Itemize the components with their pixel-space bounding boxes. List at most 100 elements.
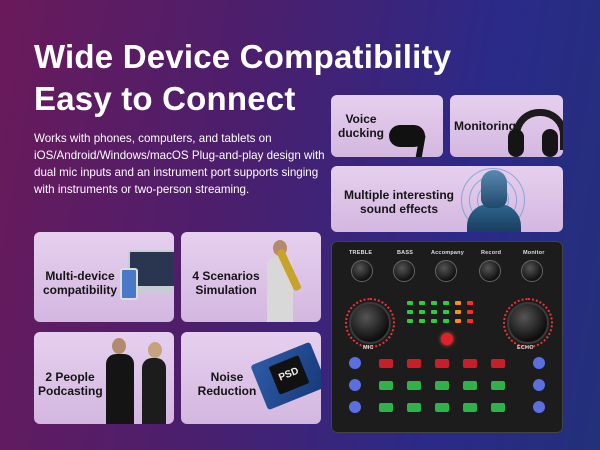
- meter-segment: [431, 301, 437, 305]
- meter-segment: [407, 310, 413, 314]
- label-line: Noise: [210, 370, 244, 384]
- right-round-button[interactable]: [533, 401, 545, 413]
- meter-segment: [455, 319, 461, 323]
- echo-knob[interactable]: [507, 302, 549, 344]
- podcaster-figure: [142, 358, 166, 424]
- headphone-cup-right: [542, 129, 558, 157]
- label-line: Simulation: [195, 283, 257, 297]
- card-monitoring-label: Monitoring: [454, 119, 516, 133]
- left-round-button[interactable]: [349, 379, 361, 391]
- headphone-cup-left: [508, 129, 524, 157]
- sound-button[interactable]: [491, 403, 505, 412]
- knob-label-bass: BASS: [397, 250, 414, 256]
- sound-button[interactable]: [379, 381, 393, 390]
- right-round-button[interactable]: [533, 379, 545, 391]
- meter-segment: [443, 301, 449, 305]
- meter-segment: [467, 310, 473, 314]
- effect-button[interactable]: [407, 359, 421, 368]
- mic-label: MIC: [363, 345, 374, 351]
- record-knob[interactable]: [479, 260, 501, 282]
- effect-button[interactable]: [379, 359, 393, 368]
- label-line: Reduction: [197, 384, 257, 398]
- bass-knob[interactable]: [393, 260, 415, 282]
- level-meter: [403, 301, 495, 329]
- card-voice-ducking-label: Voice ducking: [333, 112, 389, 140]
- sound-button[interactable]: [463, 403, 477, 412]
- headline-line-2: Easy to Connect: [34, 80, 296, 117]
- effect-button[interactable]: [435, 359, 449, 368]
- card-noise-reduction-label: Noise Reduction: [195, 370, 259, 398]
- podcaster-head: [112, 338, 126, 354]
- label-line: Podcasting: [38, 384, 103, 398]
- meter-segment: [407, 301, 413, 305]
- laptop-base-icon: [122, 287, 174, 293]
- card-noise-reduction: Noise Reduction PSD: [181, 332, 321, 424]
- card-multi-device: Multi-device compatibility: [34, 232, 174, 322]
- card-podcasting-label: 2 People Podcasting: [38, 370, 103, 398]
- label-line: Multiple interesting: [343, 188, 454, 202]
- human-bust-icon: [467, 204, 521, 232]
- label-line: ducking: [337, 126, 384, 140]
- sound-button[interactable]: [379, 403, 393, 412]
- meter-segment: [419, 319, 425, 323]
- headline: Wide Device Compatibility Easy to Connec…: [34, 36, 451, 120]
- sound-button[interactable]: [407, 403, 421, 412]
- label-line: sound effects: [359, 202, 438, 216]
- meter-segment: [431, 310, 437, 314]
- description: Works with phones, computers, and tablet…: [34, 132, 325, 196]
- label-line: 4 Scenarios: [192, 269, 260, 283]
- knob-label-record: Record: [481, 250, 502, 256]
- label-line: Multi-device: [45, 269, 115, 283]
- effect-button[interactable]: [463, 359, 477, 368]
- left-round-button[interactable]: [349, 401, 361, 413]
- meter-segment: [455, 310, 461, 314]
- meter-segment: [443, 310, 449, 314]
- microphone-icon: [389, 125, 425, 147]
- meter-segment: [455, 301, 461, 305]
- card-voice-ducking: Voice ducking: [331, 95, 443, 157]
- echo-label: ECHO: [517, 345, 534, 351]
- sound-button[interactable]: [435, 403, 449, 412]
- monitor-knob[interactable]: [521, 260, 543, 282]
- treble-knob[interactable]: [351, 260, 373, 282]
- card-monitoring: Monitoring: [450, 95, 563, 157]
- echo-level-ring: [503, 298, 553, 348]
- label-line: 2 People: [45, 370, 95, 384]
- card-sound-effects: Multiple interesting sound effects: [331, 166, 563, 232]
- meter-segment: [431, 319, 437, 323]
- meter-segment: [467, 301, 473, 305]
- podcaster-figure: [106, 354, 134, 424]
- effect-button[interactable]: [491, 359, 505, 368]
- sound-button[interactable]: [463, 381, 477, 390]
- right-round-button[interactable]: [533, 357, 545, 369]
- sound-button[interactable]: [435, 381, 449, 390]
- power-button[interactable]: [441, 333, 453, 345]
- left-round-button[interactable]: [349, 357, 361, 369]
- meter-segment: [419, 310, 425, 314]
- card-multi-device-label: Multi-device compatibility: [38, 269, 122, 297]
- label-line: Voice: [345, 112, 377, 126]
- card-sound-effects-label: Multiple interesting sound effects: [337, 188, 461, 216]
- knob-label-treble: TREBLE: [349, 250, 373, 256]
- sound-button[interactable]: [407, 381, 421, 390]
- meter-segment: [419, 301, 425, 305]
- card-podcasting: 2 People Podcasting: [34, 332, 174, 424]
- mic-knob[interactable]: [349, 302, 391, 344]
- accompany-knob[interactable]: [435, 260, 457, 282]
- headline-line-1: Wide Device Compatibility: [34, 38, 452, 75]
- phone-icon: [120, 268, 138, 300]
- sound-button[interactable]: [491, 381, 505, 390]
- mic-level-ring: [345, 298, 395, 348]
- podcaster-head: [148, 342, 162, 358]
- knob-label-accompany: Accompany: [431, 250, 464, 256]
- label-line: compatibility: [42, 283, 117, 297]
- meter-segment: [443, 319, 449, 323]
- meter-segment: [407, 319, 413, 323]
- human-head-icon: [481, 170, 507, 208]
- card-scenarios: 4 Scenarios Simulation: [181, 232, 321, 322]
- meter-segment: [467, 319, 473, 323]
- knob-label-monitor: Monitor: [523, 250, 545, 256]
- audio-mixer: TREBLE BASS Accompany Record Monitor MIC…: [331, 241, 563, 433]
- card-scenarios-label: 4 Scenarios Simulation: [185, 269, 267, 297]
